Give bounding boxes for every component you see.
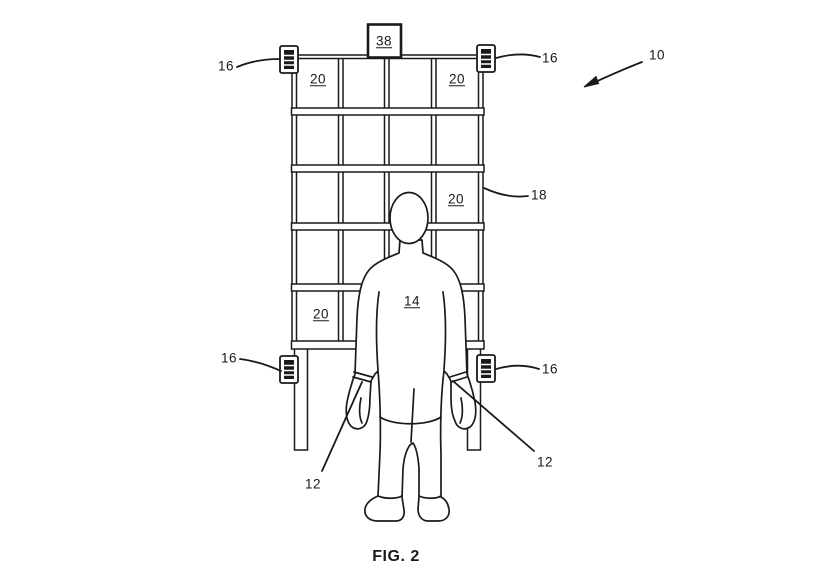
leader-16-bottom-right [495,364,540,370]
label-bin-top-right: 20 [448,71,466,87]
person-figure [345,191,477,522]
label-display: 38 [375,33,393,49]
label-wrist-device-left: 12 [304,476,322,492]
label-bin-middle-right: 20 [447,191,465,207]
corner-sensor-bottom-right [476,354,496,383]
person-detail-lines [352,291,468,500]
label-person: 14 [403,293,421,309]
leader-lines [236,53,643,472]
label-sensor-bottom-left: 16 [220,350,238,366]
figure-caption: FIG. 2 [372,548,420,565]
person-head [389,191,429,245]
leader-18 [483,187,529,198]
leader-16-top-left [236,58,281,68]
corner-sensor-top-left [279,45,299,74]
leader-16-top-right [495,53,541,59]
rack-shelf-rail [290,107,485,116]
leader-16-bottom-left [239,358,282,372]
system-arrow [583,61,643,88]
rack-vertical-rail [477,55,484,349]
rack-shelf-rail [290,164,485,173]
label-bin-top-left: 20 [309,71,327,87]
label-rack: 18 [530,187,548,203]
leader-12-right [452,380,535,452]
label-sensor-top-left: 16 [217,58,235,74]
label-system: 10 [648,47,666,63]
person-body-outline [345,239,477,522]
label-wrist-device-right: 12 [536,454,554,470]
rack-vertical-rail [337,55,344,349]
rack-shelf-rail [290,222,485,231]
label-bin-bottom-left: 20 [312,306,330,322]
rack-vertical-rail [291,55,298,349]
display-box [366,23,403,59]
label-sensor-bottom-right: 16 [541,361,559,377]
leader-12-left [321,381,363,472]
corner-sensor-bottom-left [279,355,299,384]
label-sensor-top-right: 16 [541,50,559,66]
corner-sensor-top-right [476,44,496,73]
